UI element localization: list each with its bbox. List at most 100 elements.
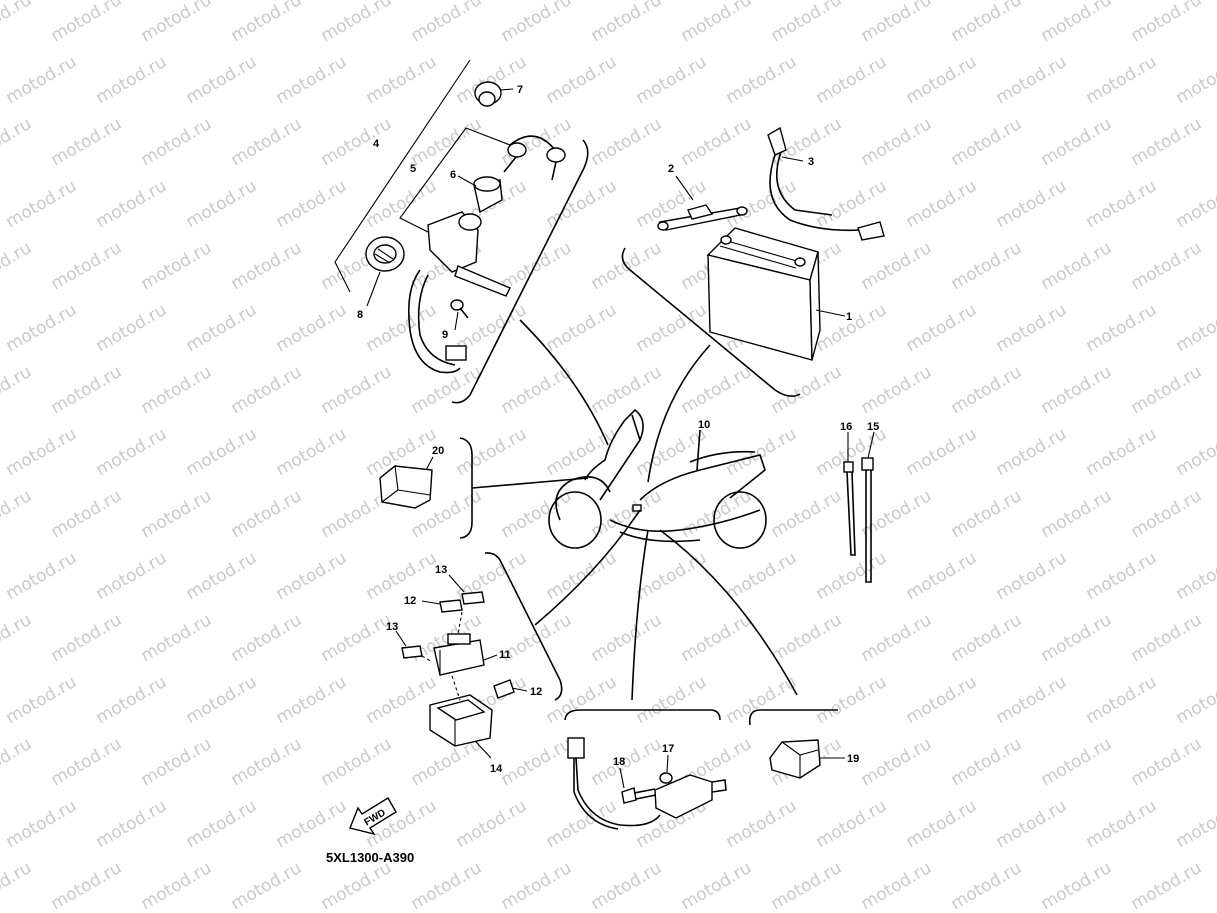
watermark-text: motod.ru xyxy=(0,0,35,46)
bolt-part-18[interactable] xyxy=(621,787,657,804)
watermark-text: motod.ru xyxy=(3,796,81,852)
watermark-text: motod.ru xyxy=(273,300,351,356)
watermark-text: motod.ru xyxy=(138,734,216,790)
watermark-text: motod.ru xyxy=(273,672,351,728)
fuse-12-right[interactable] xyxy=(493,679,515,699)
callout-16: 16 xyxy=(840,421,852,433)
watermark-text: motod.ru xyxy=(1128,114,1206,170)
relay-part[interactable] xyxy=(379,465,433,509)
watermark-text: motod.ru xyxy=(768,858,846,913)
switch-cover-cap-part[interactable] xyxy=(365,236,405,272)
watermark-text: motod.ru xyxy=(1038,486,1116,542)
watermark-text: motod.ru xyxy=(228,238,306,294)
ignition-key-part[interactable] xyxy=(503,135,566,181)
watermark-text: motod.ru xyxy=(543,548,621,604)
lock-cap-part[interactable] xyxy=(474,81,502,107)
fuse-13-left[interactable] xyxy=(401,645,423,659)
watermark-text: motod.ru xyxy=(138,858,216,913)
callout-14: 14 xyxy=(490,763,503,775)
cable-tie-15[interactable] xyxy=(861,457,874,583)
watermark-text: motod.ru xyxy=(408,858,486,913)
watermark-text: motod.ru xyxy=(0,238,35,294)
watermark-text: motod.ru xyxy=(543,424,621,480)
fuse-12-top[interactable] xyxy=(439,599,463,613)
group-flasher xyxy=(748,709,845,779)
callout-13-left: 13 xyxy=(386,621,398,633)
watermark-text: motod.ru xyxy=(1128,0,1206,46)
watermark-text: motod.ru xyxy=(813,672,891,728)
watermark-text: motod.ru xyxy=(678,114,756,170)
watermark-text: motod.ru xyxy=(138,0,216,46)
watermark-text: motod.ru xyxy=(318,114,396,170)
watermark-text: motod.ru xyxy=(408,114,486,170)
watermark-text: motod.ru xyxy=(273,796,351,852)
key-cylinder-part[interactable] xyxy=(473,176,503,214)
watermark-text: motod.ru xyxy=(498,0,576,46)
watermark-text: motod.ru xyxy=(1128,362,1206,418)
watermark-text: motod.ru xyxy=(903,548,981,604)
callout-4: 4 xyxy=(373,138,380,150)
watermark-text: motod.ru xyxy=(813,52,891,108)
watermark-text: motod.ru xyxy=(588,0,666,46)
callout-8: 8 xyxy=(357,309,363,321)
watermark-text: motod.ru xyxy=(1173,424,1217,480)
callout-12-right: 12 xyxy=(530,686,542,698)
main-switch-body[interactable] xyxy=(407,211,511,374)
watermark-text: motod.ru xyxy=(858,362,936,418)
group-relay-20 xyxy=(379,437,473,539)
watermark-text: motod.ru xyxy=(408,0,486,46)
fuse-13-top[interactable] xyxy=(461,591,485,605)
watermark-text: motod.ru xyxy=(48,362,126,418)
watermark-text: motod.ru xyxy=(3,52,81,108)
watermark-text: motod.ru xyxy=(228,362,306,418)
watermark-text: motod.ru xyxy=(588,858,666,913)
watermark-text: motod.ru xyxy=(183,176,261,232)
watermark-text: motod.ru xyxy=(858,610,936,666)
battery-lead-part[interactable] xyxy=(767,126,885,241)
connector-lines xyxy=(471,319,798,701)
watermark-text: motod.ru xyxy=(678,486,756,542)
battery-part[interactable] xyxy=(706,227,821,361)
brake-switch-part[interactable] xyxy=(654,772,727,819)
watermark-text: motod.ru xyxy=(453,796,531,852)
watermark-text: motod.ru xyxy=(273,52,351,108)
watermark-text: motod.ru xyxy=(1173,548,1217,604)
watermark-text: motod.ru xyxy=(318,0,396,46)
watermark-text: motod.ru xyxy=(1128,238,1206,294)
watermark-text: motod.ru xyxy=(183,672,261,728)
watermark-text: motod.ru xyxy=(498,238,576,294)
callout-3: 3 xyxy=(808,156,814,168)
watermark-text: motod.ru xyxy=(543,796,621,852)
cable-tie-16[interactable] xyxy=(843,461,856,556)
watermark-text: motod.ru xyxy=(1083,548,1161,604)
relay-cover-part[interactable] xyxy=(429,694,493,747)
bolt-part-9[interactable] xyxy=(450,299,469,319)
watermark-text: motod.ru xyxy=(813,300,891,356)
watermark-text: motod.ru xyxy=(903,424,981,480)
watermark-text: motod.ru xyxy=(588,362,666,418)
watermark-text: motod.ru xyxy=(858,486,936,542)
watermark-text: motod.ru xyxy=(1038,734,1116,790)
watermark-text: motod.ru xyxy=(453,424,531,480)
watermark-text: motod.ru xyxy=(723,52,801,108)
callout-9: 9 xyxy=(442,329,448,341)
watermark-text: motod.ru xyxy=(948,362,1026,418)
watermark-text: motod.ru xyxy=(498,734,576,790)
watermark-text: motod.ru xyxy=(543,300,621,356)
flasher-relay-part[interactable] xyxy=(769,739,821,779)
watermark-text: motod.ru xyxy=(543,176,621,232)
watermark-text: motod.ru xyxy=(228,734,306,790)
group-cable-ties xyxy=(843,431,875,583)
watermark-text: motod.ru xyxy=(993,672,1071,728)
wire-connector-part[interactable] xyxy=(567,737,661,830)
watermark-text: motod.ru xyxy=(138,362,216,418)
battery-band-part[interactable] xyxy=(657,204,748,231)
watermark-text: motod.ru xyxy=(993,176,1071,232)
watermark-text: motod.ru xyxy=(1038,114,1116,170)
watermark-text: motod.ru xyxy=(1173,796,1217,852)
starter-relay-part[interactable] xyxy=(433,633,485,676)
watermark-text: motod.ru xyxy=(588,734,666,790)
watermark-text: motod.ru xyxy=(948,114,1026,170)
